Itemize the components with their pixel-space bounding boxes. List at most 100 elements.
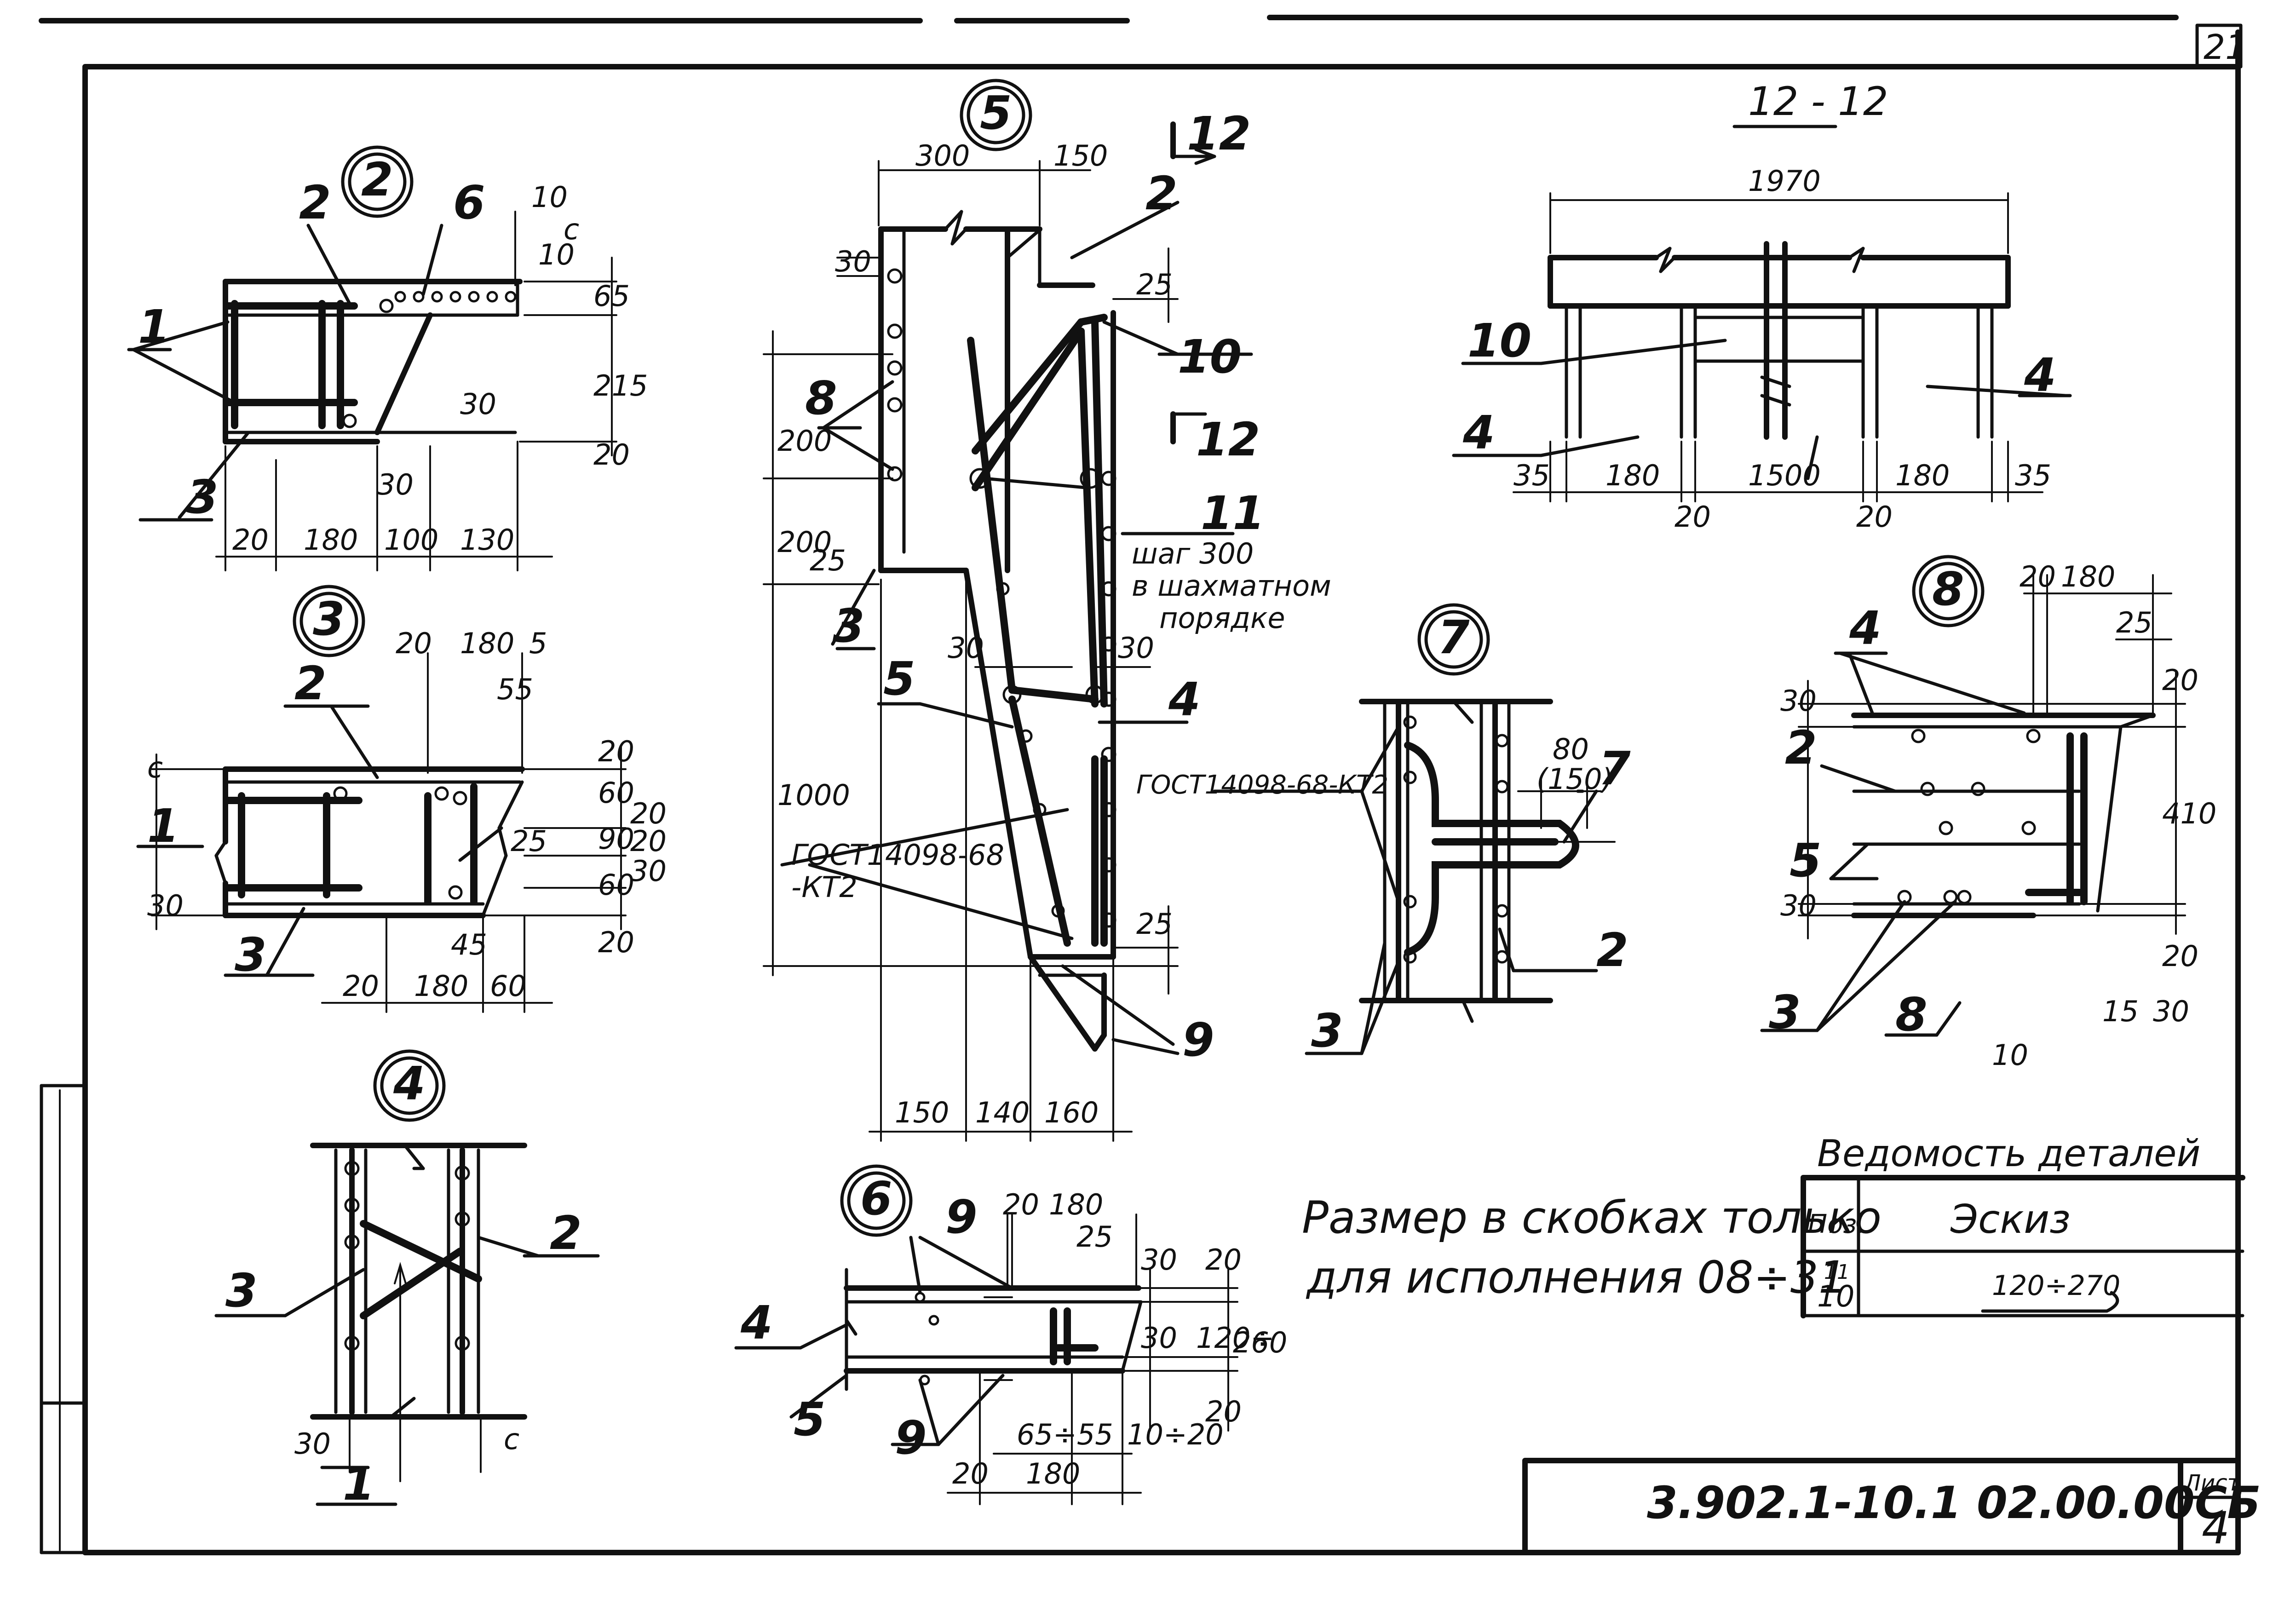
node-6-dim-20a: 20 xyxy=(1205,1243,1242,1277)
node-2-pos-2: 2 xyxy=(299,176,331,230)
node-2-dim-215: 215 xyxy=(593,369,648,403)
node-6-dim-65-55: 65÷55 xyxy=(1017,1418,1113,1451)
section-12-12-pos-4a: 4 xyxy=(1462,406,1495,460)
node-5-dim-30c: 30 xyxy=(1118,631,1154,665)
node-3-dim-60b: 60 xyxy=(598,868,634,902)
note-line-2: для исполнения 08÷31 xyxy=(1306,1252,1847,1303)
node-7-pos-2: 2 xyxy=(1596,923,1628,977)
section-12-12-pos-10: 10 xyxy=(1467,314,1531,368)
node-3-dim-180: 180 xyxy=(414,969,468,1003)
node-8-pos-8: 8 xyxy=(1895,988,1928,1041)
node-6-dim-180: 180 xyxy=(1026,1457,1080,1490)
node-3-dim-5: 5 xyxy=(529,627,547,660)
node-5-pos-11: 11 xyxy=(1201,486,1265,540)
node-4-title: 4 xyxy=(393,1057,426,1110)
node-2-pos-6: 6 xyxy=(453,176,485,230)
node-5-dim-25a: 25 xyxy=(1136,268,1173,301)
node-3-dim-20t: 20 xyxy=(396,627,432,660)
node-5-dim-200a: 200 xyxy=(777,424,832,458)
node-2-dim-180: 180 xyxy=(304,523,358,557)
node-3-dim-60a: 60 xyxy=(598,776,634,810)
node-5-title: 5 xyxy=(980,86,1012,140)
node-5-dim-25b: 25 xyxy=(810,544,846,577)
node-3-pos-2: 2 xyxy=(294,656,327,710)
corner-number: 21 xyxy=(2204,28,2247,67)
note-line-1: Размер в скобках только xyxy=(1302,1192,1882,1243)
parts-table-col-pos: Поз. xyxy=(1808,1209,1865,1239)
section-12-12-title: 12 - 12 xyxy=(1748,79,1888,125)
node-5-dim-30a: 30 xyxy=(835,245,871,278)
node-3-drawing xyxy=(136,585,627,1013)
node-5-dim-140: 140 xyxy=(975,1096,1030,1129)
node-5-dim-150t: 150 xyxy=(1053,139,1108,173)
node-7-pos-3: 3 xyxy=(1311,1004,1343,1058)
node-8-pos-3: 3 xyxy=(1769,985,1801,1039)
section-12-12-dim-180a: 180 xyxy=(1605,459,1660,492)
node-3-title: 3 xyxy=(313,592,345,646)
section-12-12-drawing xyxy=(1452,125,2072,502)
node-6-pos-9b: 9 xyxy=(895,1411,927,1465)
node-5-section-mark-top: 12 xyxy=(1187,107,1251,161)
node-2-dim-20: 20 xyxy=(232,523,269,557)
node-6-dim-30b: 30 xyxy=(1141,1321,1177,1355)
node-2-pos-1: 1 xyxy=(138,300,170,354)
node-2-dim-10b: 10 xyxy=(538,238,575,271)
node-4-pos-3: 3 xyxy=(225,1264,258,1317)
sheet-number: 4 xyxy=(2202,1502,2230,1554)
node-8-pos-2: 2 xyxy=(1785,721,1817,775)
sheet-frame xyxy=(39,15,2243,1555)
node-4-dim-30: 30 xyxy=(294,1427,331,1461)
node-3-pos-3: 3 xyxy=(235,928,267,982)
node-2-dim-100: 100 xyxy=(384,523,438,557)
node-4-pos-2: 2 xyxy=(550,1206,582,1260)
node-5-pos-2: 2 xyxy=(1145,167,1178,220)
node-5-section-mark-bottom: 12 xyxy=(1196,413,1260,466)
drawing-code: 3.902.1-10.1 02.00.00СБ xyxy=(1647,1477,2261,1529)
node-6-dim-20: 20 xyxy=(952,1457,989,1490)
section-12-12-dim-1500: 1500 xyxy=(1748,459,1821,492)
parts-table-row-pos: 10 xyxy=(1817,1280,1854,1314)
parts-table-title: Ведомость деталей xyxy=(1817,1132,2200,1175)
node-5-dim-30b: 30 xyxy=(948,631,984,665)
node-3-dim-30l: 30 xyxy=(147,889,184,922)
node-5-dim-150: 150 xyxy=(895,1096,949,1129)
parts-table-row-pos-top: 11 xyxy=(1824,1260,1850,1284)
node-5-pos-9: 9 xyxy=(1182,1013,1214,1067)
node-3-dim-20a: 20 xyxy=(598,735,634,768)
node-8-dim-30b: 30 xyxy=(1780,889,1817,922)
section-12-12-dim-1970: 1970 xyxy=(1748,164,1821,198)
node-3-dim-20d: 20 xyxy=(598,926,634,959)
node-6-dim-25: 25 xyxy=(1076,1220,1113,1254)
node-6-pos-5: 5 xyxy=(794,1392,826,1446)
node-5-pos-4: 4 xyxy=(1168,673,1201,726)
node-2-title: 2 xyxy=(361,153,393,207)
node-8-dim-15: 15 xyxy=(2102,995,2139,1028)
node-8-dim-10: 10 xyxy=(1992,1038,2028,1072)
node-7-drawing xyxy=(1213,603,1616,1055)
node-8-pos-4: 4 xyxy=(1849,601,1882,655)
node-3-dim-25: 25 xyxy=(511,824,547,858)
node-8-dim-30c: 30 xyxy=(2153,995,2189,1028)
node-2-drawing xyxy=(127,145,617,571)
node-8-dim-180t: 180 xyxy=(2061,560,2115,593)
node-6-title: 6 xyxy=(860,1172,892,1225)
node-6-dim-30a: 30 xyxy=(1141,1243,1177,1277)
node-8-dim-20a: 20 xyxy=(2162,663,2198,697)
node-4-pos-1: 1 xyxy=(343,1457,375,1511)
node-2-dim-30b: 30 xyxy=(377,468,414,501)
node-5-weld-gost-2: -КТ2 xyxy=(791,870,857,904)
section-12-12-pos-4b: 4 xyxy=(2024,348,2056,402)
node-2-dim-20r: 20 xyxy=(593,438,630,472)
node-5-drawing xyxy=(763,79,1253,1142)
section-12-12-dim-35a: 35 xyxy=(1513,459,1550,492)
node-7-dim-80: 80 xyxy=(1553,732,1589,766)
node-8-drawing xyxy=(1760,555,2186,1037)
node-7-dim-150: (150) xyxy=(1536,762,1613,796)
node-8-dim-25: 25 xyxy=(2116,606,2152,639)
node-5-pos-10: 10 xyxy=(1178,330,1242,384)
node-5-pos-8: 8 xyxy=(805,371,837,425)
node-6-pos-9a: 9 xyxy=(945,1190,978,1244)
node-3-dim-55: 55 xyxy=(497,673,533,706)
node-6-dim-20b: 20 xyxy=(1205,1395,1242,1428)
